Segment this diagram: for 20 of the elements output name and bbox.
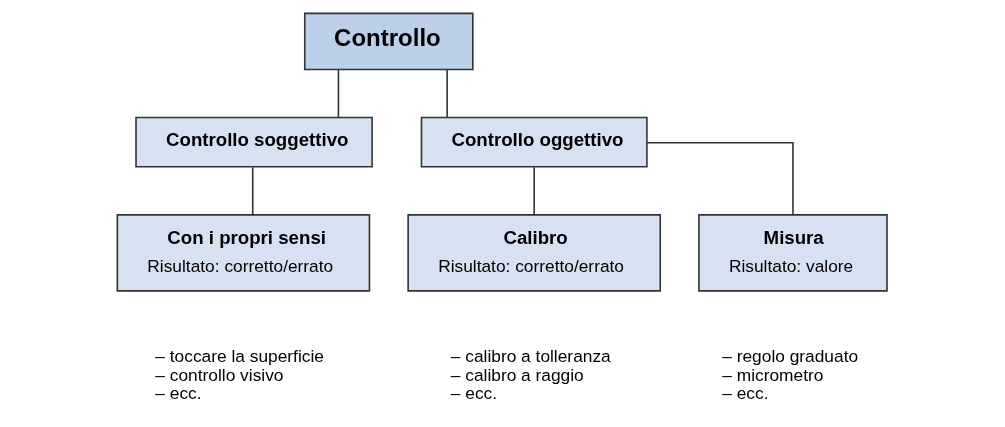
connector: [533, 166, 535, 216]
node-box: Controllo oggettivo: [420, 116, 648, 168]
node-label: – ecc.: [155, 383, 202, 404]
node-label: – ecc.: [722, 383, 769, 404]
node-box: Controllo soggettivo: [135, 116, 373, 168]
node-box: Misura Risultato: valore: [698, 214, 888, 292]
node-box: Con i propri sensi Risultato: corretto/errato: [116, 214, 371, 292]
connector: [251, 166, 254, 216]
node-box: Calibro Risultato: corretto/errato: [407, 214, 662, 292]
node-label: – controllo visivo: [155, 364, 284, 385]
connector: [646, 142, 794, 216]
node-label: – regolo graduato: [722, 346, 859, 367]
node-label: – ecc.: [450, 383, 498, 404]
node-label: – toccare la superficie: [155, 346, 324, 367]
node-box: Controllo: [303, 12, 474, 71]
connector: [446, 68, 448, 119]
node-label: – calibro a tolleranza: [450, 346, 611, 367]
connector: [337, 68, 340, 119]
node-label: – calibro a raggio: [450, 364, 584, 385]
node-label: – micrometro: [722, 364, 824, 385]
